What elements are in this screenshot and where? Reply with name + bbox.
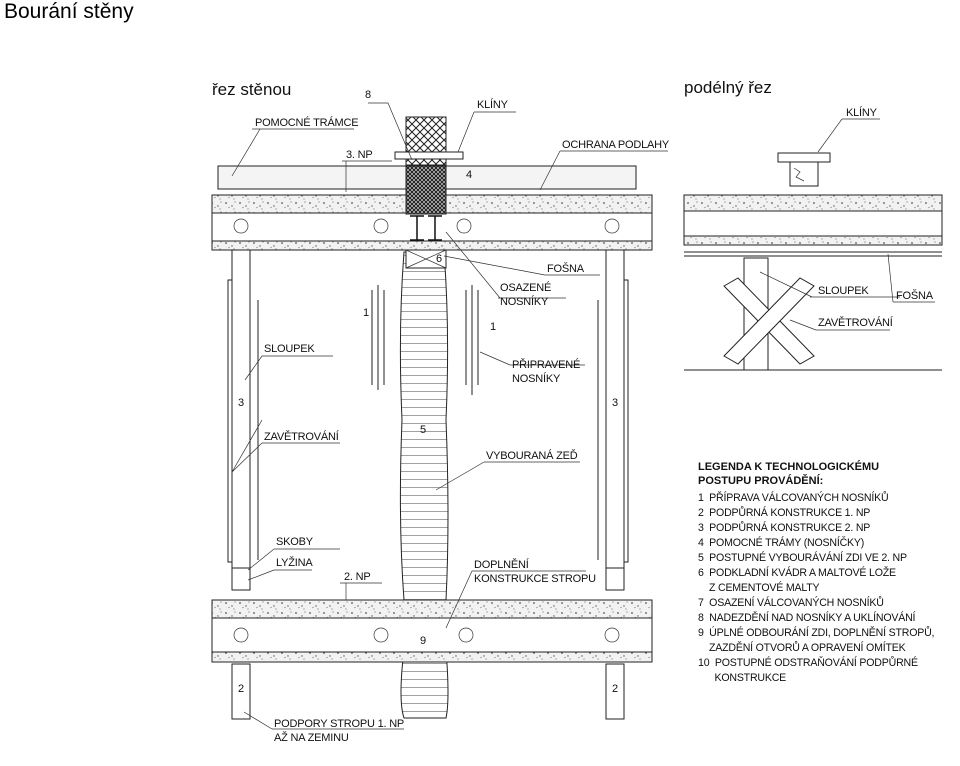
- legend-item: 8 NADEZDĚNÍ NAD NOSNÍKY A UKLÍNOVÁNÍ: [698, 611, 916, 624]
- label-zavetrovani: ZAVĚTROVÁNÍ: [264, 430, 340, 443]
- label-pomocne-tramce: POMOCNÉ TRÁMCE: [255, 116, 358, 129]
- section-view-title: řez stěnou: [212, 80, 291, 99]
- step-2-right: 2: [612, 683, 618, 695]
- step-1-left: 1: [363, 307, 369, 319]
- label-doplneni-2: KONSTRUKCE STROPU: [474, 573, 596, 585]
- step-9: 9: [420, 635, 426, 647]
- label-podpory-2: AŽ NA ZEMINU: [274, 731, 349, 744]
- legend-item: 4 POMOCNÉ TRÁMY (NOSNÍČKY): [698, 536, 864, 549]
- long-label-zavetrovani: ZAVĚTROVÁNÍ: [818, 316, 894, 329]
- label-vybourana-zed: VYBOURANÁ ZEĎ: [486, 449, 578, 462]
- section-leaders: [231, 102, 668, 730]
- legend-title-2: POSTUPU PROVÁDĚNÍ:: [698, 474, 823, 487]
- dense-masonry: [405, 165, 447, 215]
- middle-joist-layer: [211, 617, 653, 653]
- middle-ceiling-slab: [211, 599, 653, 619]
- legend-item: ZAZDĚNÍ OTVORŮ A OPRAVENÍ OMÍTEK: [698, 641, 906, 654]
- legend-title-1: LEGENDA K TECHNOLOGICKÉMU: [698, 460, 879, 473]
- left-prop: [231, 249, 251, 569]
- legend-item: Z CEMENTOVÉ MALTY: [698, 581, 820, 594]
- label-floor-2: 2. NP: [344, 571, 371, 583]
- lower-left-support: [231, 663, 251, 720]
- label-doplneni-1: DOPLNĚNÍ: [474, 558, 530, 571]
- step-2-left: 2: [238, 683, 244, 695]
- legend-item: 7 OSAZENÍ VÁLCOVANÝCH NOSNÍKŮ: [698, 596, 884, 609]
- label-floor-3: 3. NP: [346, 149, 373, 161]
- label-ochrana-podlahy: OCHRANA PODLAHY: [562, 139, 670, 151]
- upper-joist-ends: [233, 218, 620, 234]
- label-lyzina: LYŽINA: [276, 556, 313, 569]
- wedges: [394, 151, 464, 160]
- label-sloupek: SLOUPEK: [264, 343, 315, 355]
- long-auxiliary-beam: [789, 161, 819, 187]
- label-podpory-1: PODPORY STROPU 1. NP: [274, 718, 404, 730]
- label-osazene-2: NOSNÍKY: [500, 295, 549, 308]
- legend-item: 6 PODKLADNÍ KVÁDR A MALTOVÉ LOŽE: [698, 566, 896, 579]
- upper-plaster-layer: [211, 240, 653, 251]
- right-prop: [605, 249, 625, 569]
- label-pripravene-2: NOSNÍKY: [512, 372, 561, 385]
- legend-item: 9 ÚPLNÉ ODBOURÁNÍ ZDI, DOPLNĚNÍ STROPŮ,: [698, 626, 934, 639]
- upper-joist-layer: [211, 212, 653, 242]
- long-label-kliny: KLÍNY: [846, 106, 878, 119]
- label-osazene-1: OSAZENÉ: [500, 281, 551, 294]
- long-label-fosna: FOŠNA: [896, 289, 934, 302]
- prepared-beams: [371, 285, 479, 395]
- step-3-right: 3: [612, 397, 618, 409]
- long-brace-2: [723, 277, 815, 365]
- step-1-right: 1: [490, 321, 496, 333]
- long-joist-layer: [683, 210, 943, 237]
- long-label-sloupek: SLOUPEK: [818, 285, 869, 297]
- step-4: 4: [466, 169, 472, 181]
- lower-right-support: [605, 663, 625, 720]
- legend-item: 2 PODPŮRNÁ KONSTRUKCE 1. NP: [698, 506, 870, 519]
- step-8: 8: [365, 89, 371, 101]
- step-3-left: 3: [238, 397, 244, 409]
- rolled-beams-icon: [410, 215, 442, 241]
- long-ceiling-slab: [683, 194, 943, 212]
- legend: LEGENDA K TECHNOLOGICKÉMU POSTUPU PROVÁD…: [698, 460, 934, 684]
- skid: [231, 567, 251, 591]
- legend-item: KONSTRUKCE: [698, 672, 786, 684]
- legend-item: 10 POSTUPNÉ ODSTRAŇOVÁNÍ PODPŮRNÉ: [698, 656, 918, 669]
- page-title: Bourání stěny: [4, 0, 134, 23]
- lower-wall: [400, 649, 449, 719]
- label-fosna: FOŠNA: [547, 262, 585, 275]
- step-5: 5: [420, 424, 426, 436]
- label-pripravene-1: PŘIPRAVENÉ: [512, 358, 580, 371]
- long-wedges: [777, 152, 831, 163]
- longitudinal-view-title: podélný řez: [684, 78, 772, 97]
- middle-joist-ends: [233, 627, 620, 643]
- legend-item: 1 PŘÍPRAVA VÁLCOVANÝCH NOSNÍKŮ: [698, 491, 888, 504]
- legend-item: 3 PODPŮRNÁ KONSTRUKCE 2. NP: [698, 521, 870, 534]
- label-skoby: SKOBY: [276, 536, 314, 548]
- step-6: 6: [436, 253, 442, 265]
- label-kliny: KLÍNY: [477, 98, 509, 111]
- legend-item: 5 POSTUPNÉ VYBOURÁVÁNÍ ZDI VE 2. NP: [698, 551, 907, 564]
- long-leaders: [759, 118, 935, 331]
